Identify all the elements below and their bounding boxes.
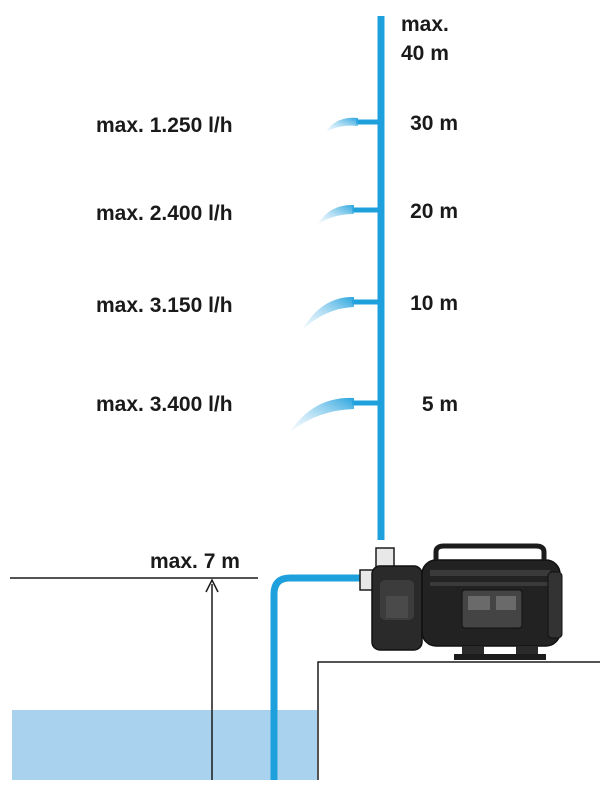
arrow-head xyxy=(205,578,219,593)
spray-10m xyxy=(302,296,354,330)
height-label-10m: 10 m xyxy=(410,292,458,315)
spray-30m xyxy=(326,117,358,132)
flow-label-20m: max. 2.400 l/h xyxy=(96,202,233,225)
height-label-20m: 20 m xyxy=(410,200,458,223)
flow-label-10m: max. 3.150 l/h xyxy=(96,294,233,317)
flow-label-5m: max. 3.400 l/h xyxy=(96,393,233,416)
max-head-label-line1: max. xyxy=(401,13,449,36)
pump-platform xyxy=(317,661,600,780)
spray-20m xyxy=(318,204,354,224)
water-reservoir xyxy=(12,710,317,780)
spray-5m xyxy=(290,397,354,432)
max-head-label-line2: 40 m xyxy=(401,42,449,65)
height-label-30m: 30 m xyxy=(410,112,458,135)
flow-label-30m: max. 1.250 l/h xyxy=(96,114,233,137)
height-label-5m: 5 m xyxy=(422,393,458,416)
garden-pump-illustration xyxy=(359,543,563,660)
suction-height-label: max. 7 m xyxy=(150,550,240,573)
suction-pipe xyxy=(270,574,362,780)
